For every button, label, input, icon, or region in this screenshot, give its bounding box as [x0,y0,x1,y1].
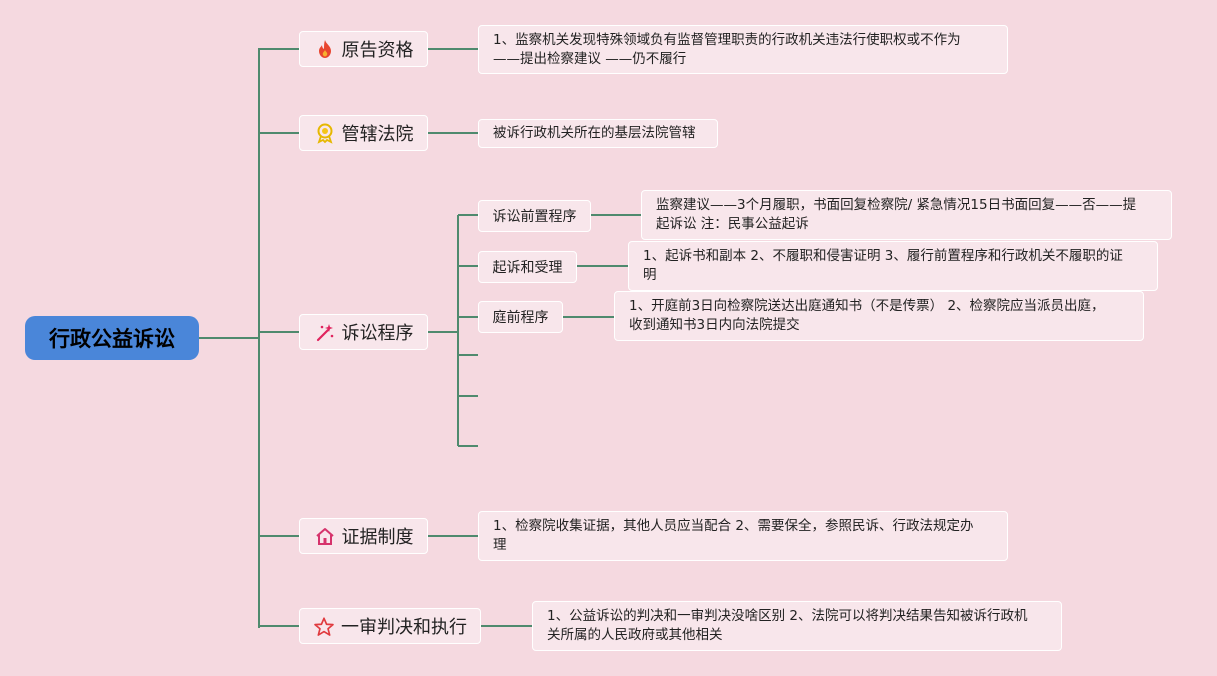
topic-standing-label: 原告资格 [341,40,414,61]
award-ribbon-icon [314,122,336,144]
subtopic-pretrial[interactable]: 庭前程序 [478,301,563,333]
detail-line: ——提出检察建议 ——仍不履行 [493,51,687,67]
topic-judgment-label: 一审判决和执行 [341,617,467,638]
detail-line: 明 [643,267,657,283]
detail-pre-litigation[interactable]: 监察建议——3个月履职，书面回复检察院/ 紧急情况15日书面回复——否——提 起… [641,190,1172,240]
detail-line: 1、开庭前3日向检察院送达出庭通知书（不是传票） 2、检察院应当派员出庭， [629,298,1105,314]
detail-pretrial[interactable]: 1、开庭前3日向检察院送达出庭通知书（不是传票） 2、检察院应当派员出庭， 收到… [614,291,1144,341]
fire-icon [314,38,336,60]
detail-standing[interactable]: 1、监察机关发现特殊领域负有监督管理职责的行政机关违法行使职权或不作为 ——提出… [478,25,1008,74]
topic-procedure[interactable]: 诉讼程序 [299,314,428,350]
detail-evidence[interactable]: 1、检察院收集证据，其他人员应当配合 2、需要保全，参照民诉、行政法规定办 理 [478,511,1008,561]
topic-evidence-label: 证据制度 [341,527,414,548]
topic-evidence[interactable]: 证据制度 [299,518,428,554]
detail-line: 被诉行政机关所在的基层法院管辖 [493,125,696,141]
topic-judgment[interactable]: 一审判决和执行 [299,608,481,644]
detail-court[interactable]: 被诉行政机关所在的基层法院管辖 [478,119,718,148]
detail-line: 监察建议——3个月履职，书面回复检察院/ 紧急情况15日书面回复——否——提 [656,197,1137,213]
detail-line: 1、公益诉讼的判决和一审判决没啥区别 2、法院可以将判决结果告知被诉行政机 [547,608,1028,624]
sparkle-wand-icon [314,321,336,343]
detail-line: 关所属的人民政府或其他相关 [547,627,723,643]
topic-court[interactable]: 管辖法院 [299,115,428,151]
detail-line: 1、起诉书和副本 2、不履职和侵害证明 3、履行前置程序和行政机关不履职的证 [643,248,1123,264]
home-icon [314,525,336,547]
detail-filing[interactable]: 1、起诉书和副本 2、不履职和侵害证明 3、履行前置程序和行政机关不履职的证 明 [628,241,1158,291]
subtopic-pre-litigation[interactable]: 诉讼前置程序 [478,200,591,232]
detail-line: 起诉讼 注：民事公益起诉 [656,216,809,232]
detail-line: 1、监察机关发现特殊领域负有监督管理职责的行政机关违法行使职权或不作为 [493,32,961,48]
star-icon [313,615,335,637]
detail-judgment[interactable]: 1、公益诉讼的判决和一审判决没啥区别 2、法院可以将判决结果告知被诉行政机 关所… [532,601,1062,651]
detail-line: 1、检察院收集证据，其他人员应当配合 2、需要保全，参照民诉、行政法规定办 [493,518,974,534]
subtopic-filing[interactable]: 起诉和受理 [478,251,577,283]
detail-line: 收到通知书3日内向法院提交 [629,317,800,333]
topic-procedure-label: 诉讼程序 [341,323,414,344]
detail-line: 理 [493,537,507,553]
topic-court-label: 管辖法院 [341,124,414,145]
topic-standing[interactable]: 原告资格 [299,31,428,67]
root-topic[interactable]: 行政公益诉讼 [25,316,199,360]
